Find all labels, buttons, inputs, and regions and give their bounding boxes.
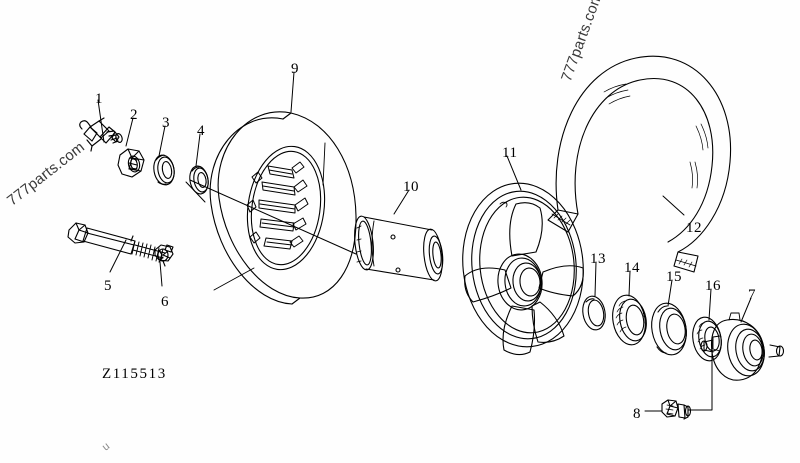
part-hex-nut bbox=[117, 148, 145, 178]
callout-4: 4 bbox=[197, 123, 205, 139]
part-drive-sheave-disc bbox=[209, 111, 357, 305]
callout-3: 3 bbox=[162, 115, 170, 131]
callout-1: 1 bbox=[95, 91, 103, 107]
part-bearing-inner bbox=[692, 316, 722, 362]
callout-7: 7 bbox=[748, 287, 756, 303]
callout-10: 10 bbox=[403, 179, 419, 195]
part-lock-washer bbox=[154, 244, 174, 267]
callout-6: 6 bbox=[161, 294, 169, 310]
callout-2: 2 bbox=[130, 107, 138, 123]
part-bearing-housing bbox=[700, 312, 785, 381]
callout-11: 11 bbox=[502, 145, 518, 161]
callout-8: 8 bbox=[633, 406, 641, 422]
part-washer-small bbox=[189, 165, 209, 195]
part-bearing-outer bbox=[651, 302, 687, 356]
part-shaft-sleeve bbox=[354, 215, 444, 282]
callout-15: 15 bbox=[666, 269, 682, 285]
callout-14: 14 bbox=[624, 260, 640, 276]
part-hex-bolt bbox=[67, 222, 174, 262]
callout-9: 9 bbox=[291, 61, 299, 77]
part-oil-seal bbox=[612, 294, 647, 346]
part-retaining-ring bbox=[582, 295, 606, 331]
diagram-id-label: Z115513 bbox=[102, 366, 167, 382]
callout-5: 5 bbox=[104, 278, 112, 294]
callout-12: 12 bbox=[686, 220, 702, 236]
part-v-belt bbox=[547, 55, 732, 273]
part-spoked-pulley bbox=[462, 182, 584, 356]
part-washer-large bbox=[153, 154, 175, 186]
callout-13: 13 bbox=[590, 251, 606, 267]
part-grease-fitting bbox=[79, 117, 123, 152]
callout-16: 16 bbox=[705, 278, 721, 294]
part-nut-fitting bbox=[661, 399, 692, 420]
